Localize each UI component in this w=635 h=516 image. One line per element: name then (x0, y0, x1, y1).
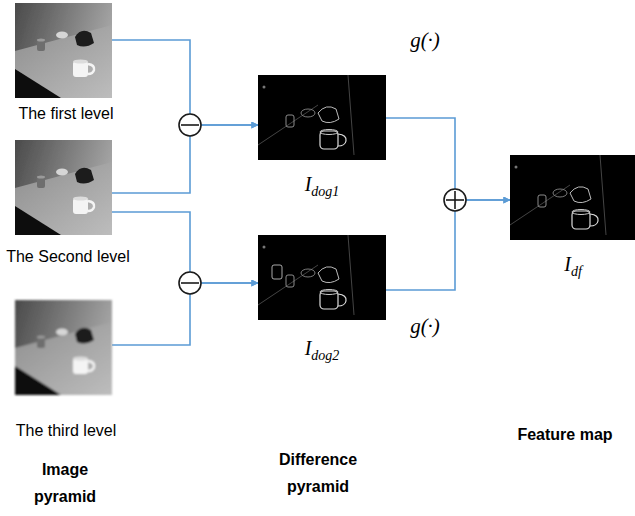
photo-level-3 (15, 300, 112, 395)
flow-connector (386, 200, 510, 290)
function-label: g(·) (408, 314, 442, 338)
image-symbol: Idog2 (305, 336, 340, 368)
photo-box: The Second level (15, 140, 112, 235)
image-box: Idog2 (258, 235, 386, 320)
flow-connector (386, 118, 510, 200)
minus-operator (179, 272, 201, 294)
feature-map-image (510, 155, 635, 240)
section-label: Feature map (515, 421, 615, 448)
dog-image-2 (258, 235, 386, 320)
image-symbol: Idog1 (305, 172, 340, 204)
section-label: Image pyramid (15, 456, 115, 510)
photo-level-1 (15, 3, 112, 98)
level-label: The third level (16, 421, 117, 441)
image-symbol: Idf (564, 252, 582, 284)
section-label: Difference pyramid (263, 446, 373, 500)
image-box: Idf (510, 155, 635, 242)
minus-operator (179, 114, 201, 136)
photo-level-2 (15, 140, 112, 235)
level-label: The first level (18, 104, 113, 124)
level-label: The Second level (6, 247, 130, 267)
dog-image-1 (258, 75, 386, 160)
image-box: Idog1 (258, 75, 386, 160)
photo-box: The first level (15, 3, 112, 98)
plus-operator (444, 189, 466, 211)
function-label: g(·) (408, 28, 442, 52)
photo-box: The third level (15, 300, 112, 395)
flow-connector (112, 40, 258, 125)
